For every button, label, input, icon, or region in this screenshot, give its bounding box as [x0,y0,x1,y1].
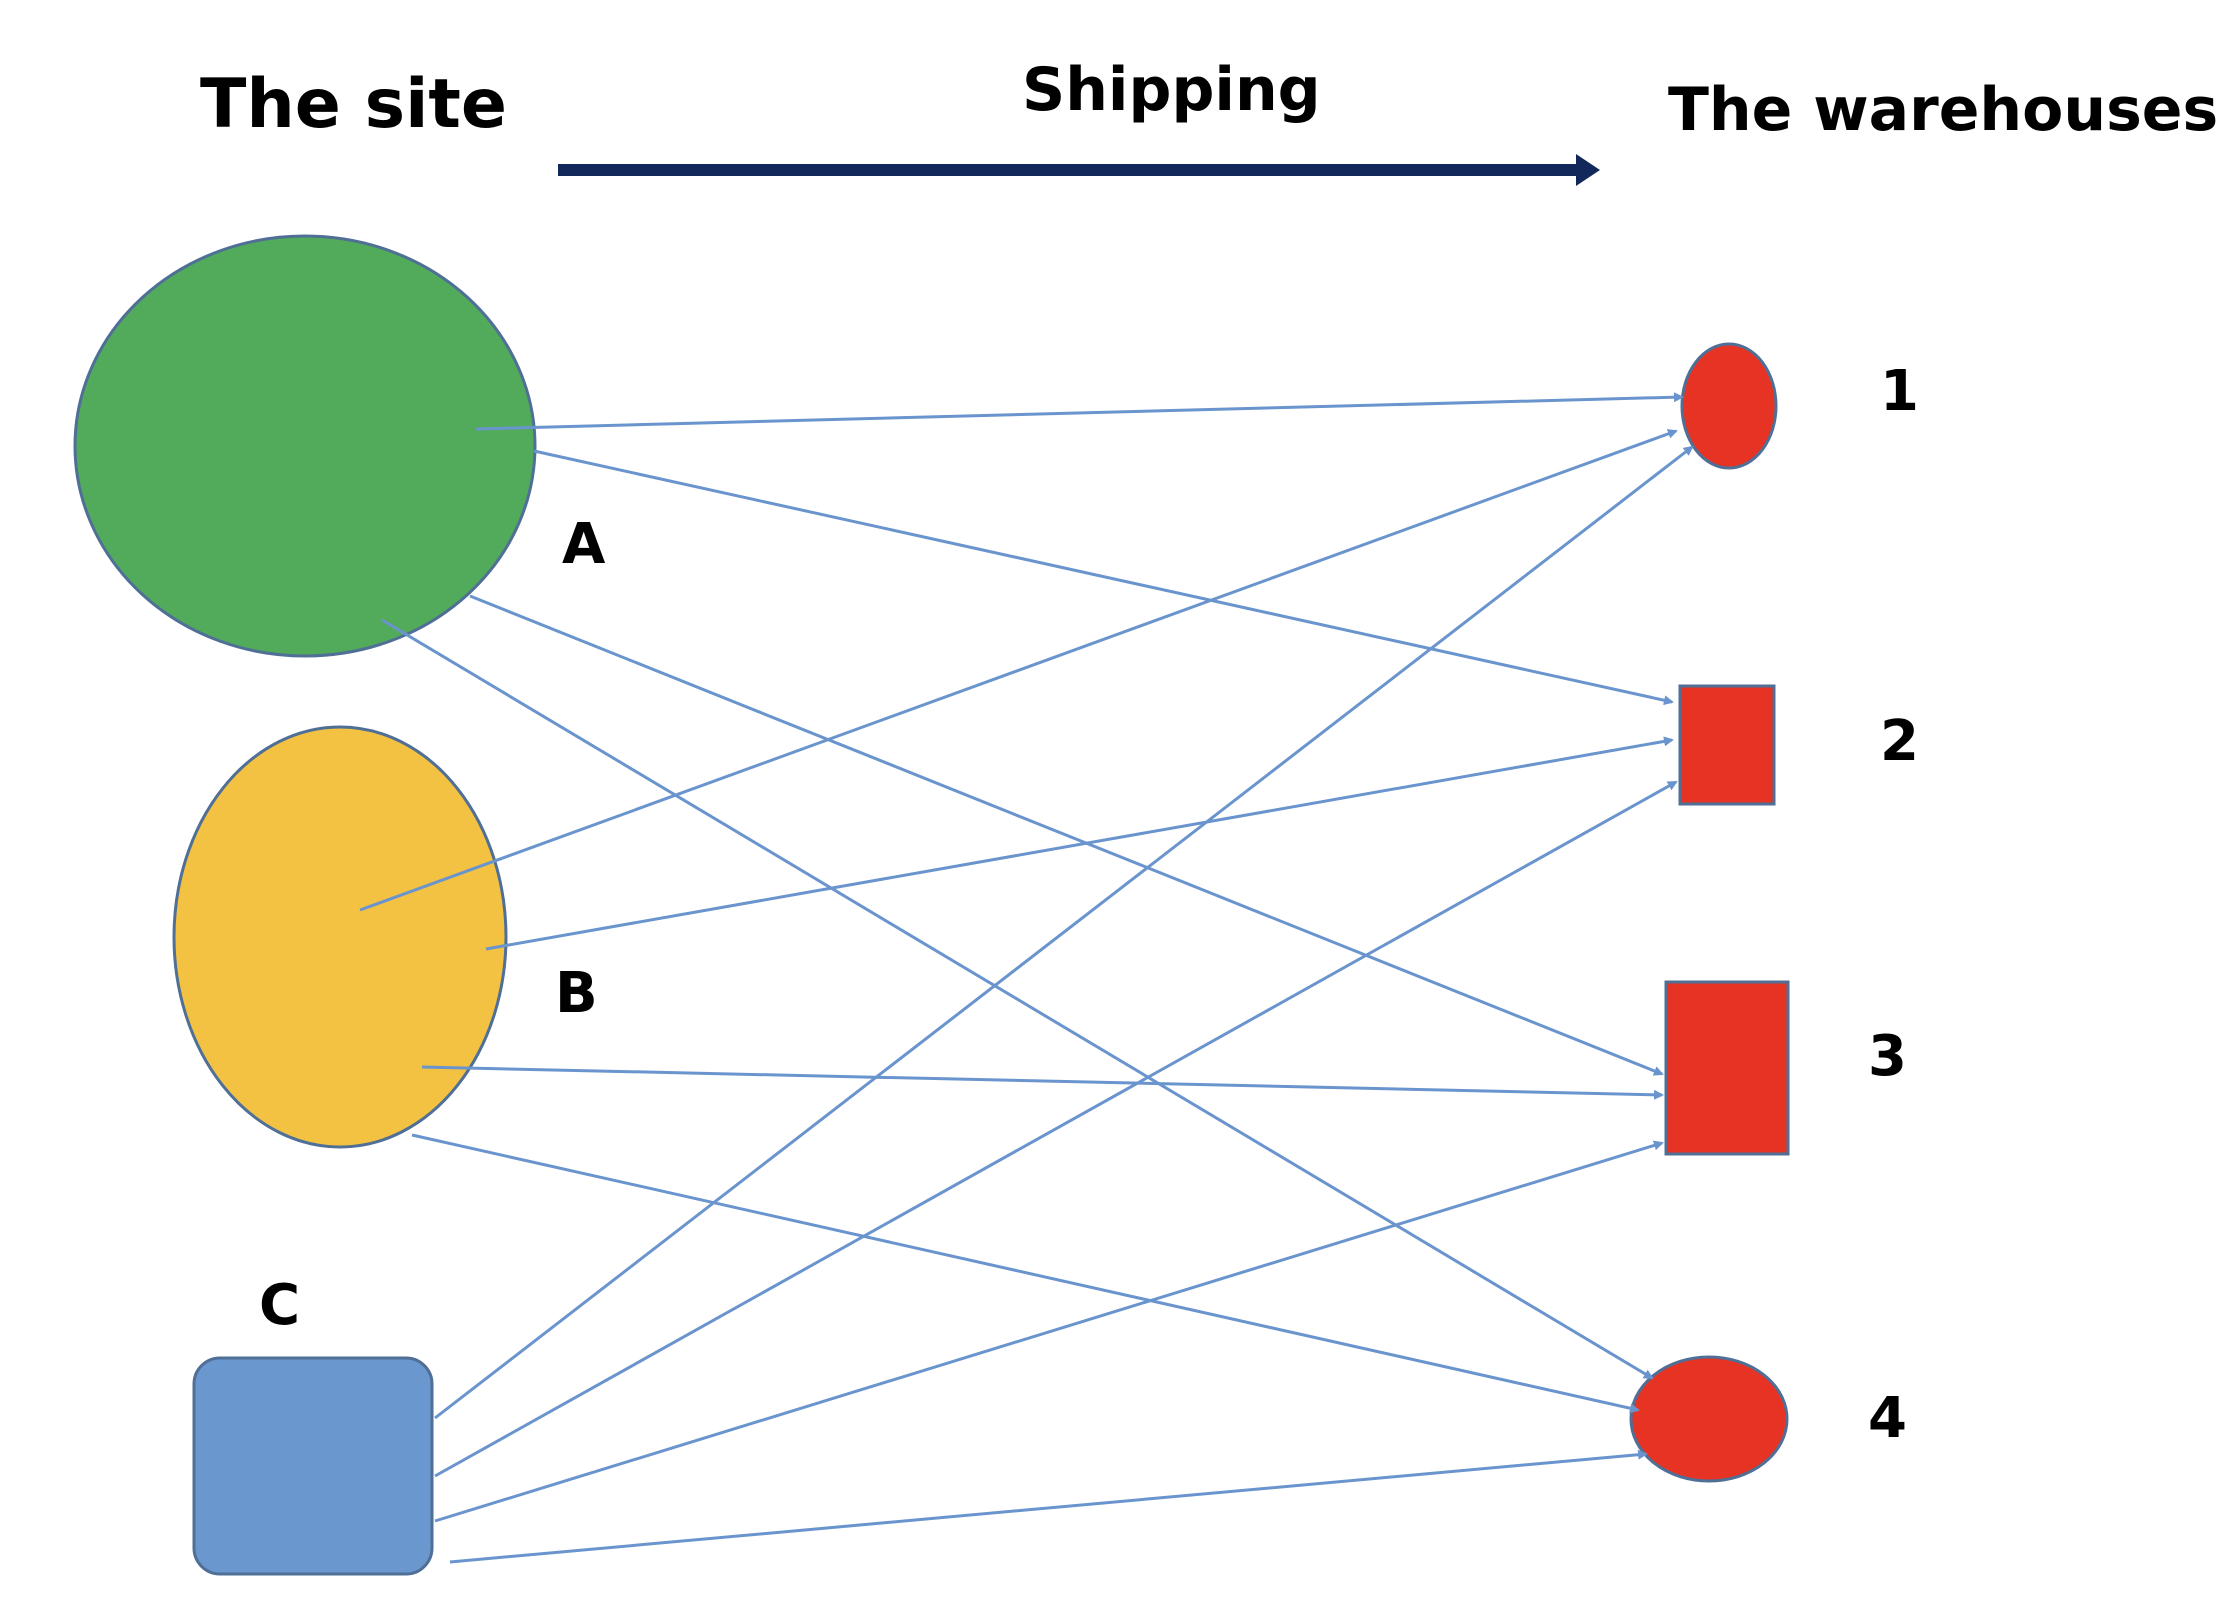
site-b-shape [172,725,508,1149]
site-c-shape [192,1356,434,1576]
warehouse-4-shape [1629,1355,1789,1483]
warehouses-heading: The warehouses [1668,75,2218,145]
site-c-label: C [259,1273,300,1338]
connector-lines [359,392,1694,1564]
site-a-label: A [562,512,606,577]
connector-a-to-4 [381,618,1654,1380]
shipping-heading: Shipping [1022,55,1321,125]
shipping-direction-arrow [558,154,1600,186]
warehouse-1-shape [1680,342,1778,470]
warehouse-4-label: 4 [1868,1386,1907,1451]
connector-b-to-4 [411,1133,1640,1414]
site-a-shape [73,234,537,658]
shipping-arrow-shaft [558,164,1578,176]
connector-c-to-3 [434,1140,1664,1523]
connector-c-to-2 [434,780,1678,1478]
warehouse-1-label: 1 [1880,359,1919,424]
connector-b-to-1 [359,429,1678,912]
site-heading: The site [200,65,507,144]
connector-a-to-3 [469,594,1664,1076]
site-b-label: B [555,961,598,1026]
warehouse-2-shape [1678,684,1776,806]
connector-c-to-4 [449,1449,1648,1564]
warehouse-3-shape [1664,980,1790,1156]
warehouse-2-label: 2 [1880,709,1919,774]
connector-c-to-1 [434,445,1694,1420]
warehouse-3-label: 3 [1868,1024,1907,1089]
connector-b-to-2 [485,736,1674,951]
shipping-arrow-head [1576,154,1600,186]
connector-a-to-1 [475,392,1684,431]
connector-b-to-3 [421,1065,1664,1100]
connector-a-to-2 [533,449,1674,706]
